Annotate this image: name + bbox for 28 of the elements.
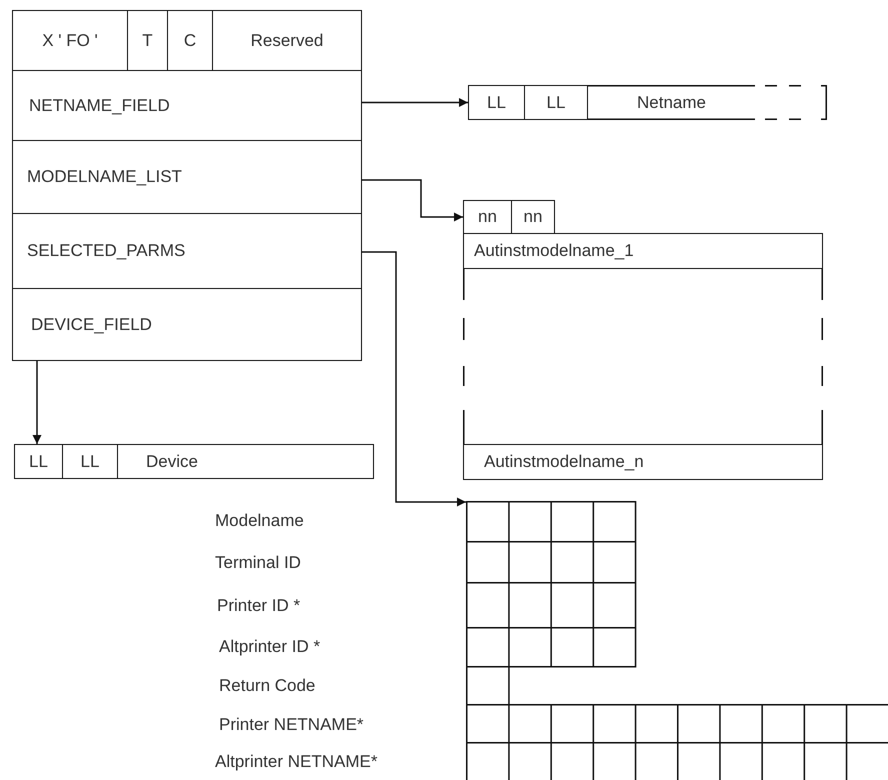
row-label: Printer ID * (217, 596, 300, 616)
field-cell: LL (14, 444, 63, 479)
arrow (362, 98, 468, 107)
row-label: Return Code (219, 676, 316, 696)
field-cell: LL (468, 85, 525, 120)
row-label: Modelname (215, 511, 304, 531)
arrow (362, 179, 463, 222)
field-cell: LL (62, 444, 118, 479)
field-cell: Netname (587, 85, 827, 120)
arrow (362, 251, 466, 506)
field-cell: nn (511, 200, 555, 234)
field-cell: SELECTED_PARMS (12, 213, 362, 289)
field-cell: Autinstmodelname_1 (463, 233, 823, 269)
row-label: Printer NETNAME* (219, 715, 364, 735)
row-label: Altprinter NETNAME* (215, 752, 378, 772)
field-cell: MODELNAME_LIST (12, 140, 362, 214)
field-cell: Device (117, 444, 374, 479)
field-cell: Autinstmodelname_n (463, 444, 823, 480)
field-cell: Reserved (212, 10, 362, 71)
row-label: Terminal ID (215, 553, 301, 573)
row-label: Altprinter ID * (219, 637, 320, 657)
field-cell: LL (524, 85, 588, 120)
field-cell: NETNAME_FIELD (12, 70, 362, 141)
field-cell: X ' FO ' (12, 10, 128, 71)
field-cell: nn (463, 200, 512, 234)
arrow (32, 361, 42, 444)
field-grid (466, 501, 888, 780)
field-cell: DEVICE_FIELD (12, 288, 362, 361)
